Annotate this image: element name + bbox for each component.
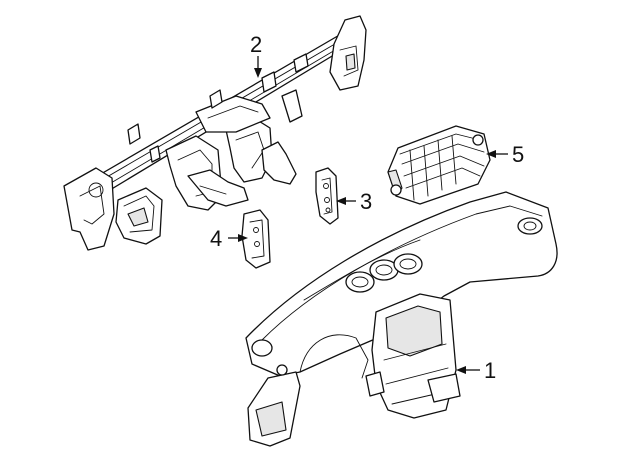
callout-1-label: 1: [484, 358, 496, 383]
instrument-panel-part: [245, 191, 558, 447]
callout-2-label: 2: [250, 32, 262, 57]
callout-3-label: 3: [360, 189, 372, 214]
airbag-module-part: [387, 125, 491, 205]
callout-5-label: 5: [512, 142, 524, 167]
bracket-4-part: [241, 209, 271, 269]
bracket-3-part: [315, 167, 339, 225]
callout-4-label: 4: [210, 226, 222, 251]
cross-car-beam-part: [63, 15, 367, 251]
callout-leaders: [228, 56, 508, 374]
